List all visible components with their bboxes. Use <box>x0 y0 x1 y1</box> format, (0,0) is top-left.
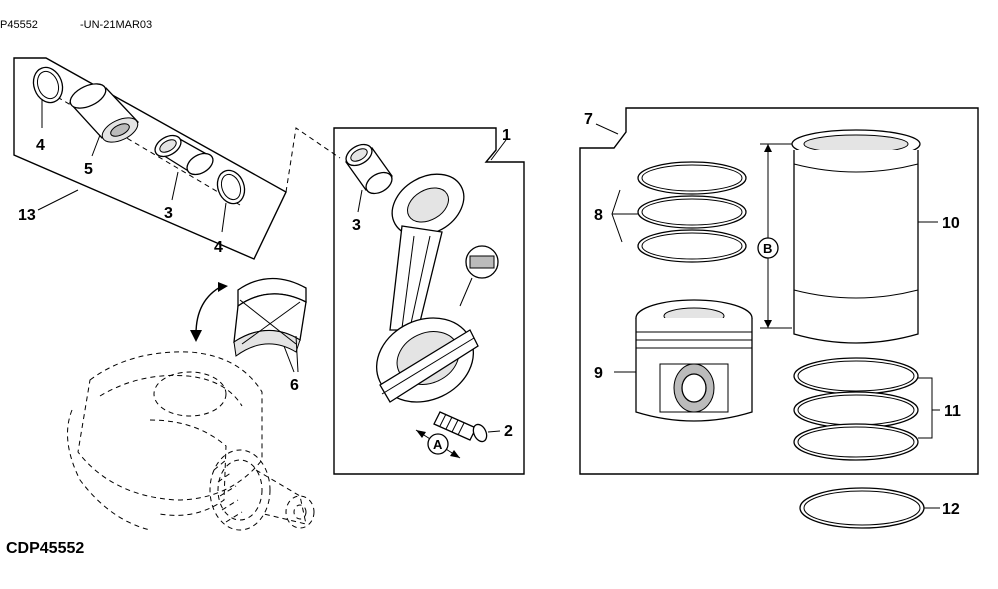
rod-bearing-halves: 6 <box>190 277 307 394</box>
panel-piston-pin: 4 5 3 4 13 <box>13 57 287 260</box>
liner-seal-rings <box>793 357 940 461</box>
connecting-rod <box>375 173 479 403</box>
header-doc-id: P45552 <box>0 19 38 31</box>
rod-section-detail <box>459 245 499 307</box>
callout-3-rod: 3 <box>352 217 361 234</box>
marker-a: A <box>415 429 461 459</box>
callout-4-top: 4 <box>36 137 45 154</box>
callout-12: 12 <box>942 501 960 518</box>
cylinder-liner: B <box>757 129 938 344</box>
piston-rings <box>611 161 747 263</box>
snap-ring-top <box>32 66 64 104</box>
callout-3-pin: 3 <box>164 205 173 222</box>
panel-connecting-rod: 1 3 <box>333 127 525 475</box>
callout-7: 7 <box>584 111 593 128</box>
callout-6: 6 <box>290 377 299 394</box>
callout-5: 5 <box>84 161 93 178</box>
callout-1: 1 <box>502 127 511 144</box>
callout-9: 9 <box>594 365 603 382</box>
liner-packing-ring <box>799 487 940 529</box>
callout-11: 11 <box>944 403 961 420</box>
rod-bolt <box>433 411 488 443</box>
marker-a-label: A <box>433 437 443 452</box>
callout-13: 13 <box>18 207 36 224</box>
marker-b-label: B <box>763 241 772 256</box>
header-date-code: -UN-21MAR03 <box>80 19 153 31</box>
snap-ring-bottom <box>216 169 246 205</box>
pin-bushing <box>154 134 214 176</box>
callout-2: 2 <box>504 423 513 440</box>
callout-4-bottom: 4 <box>214 239 223 256</box>
panel-piston-liner: 7 8 9 <box>579 107 979 475</box>
piston <box>614 299 753 422</box>
callout-8: 8 <box>594 207 603 224</box>
rod-bushing <box>345 143 393 195</box>
figure-code: CDP45552 <box>6 540 85 557</box>
piston-pin <box>68 83 140 143</box>
callout-10: 10 <box>942 215 960 232</box>
crankshaft <box>67 351 315 531</box>
